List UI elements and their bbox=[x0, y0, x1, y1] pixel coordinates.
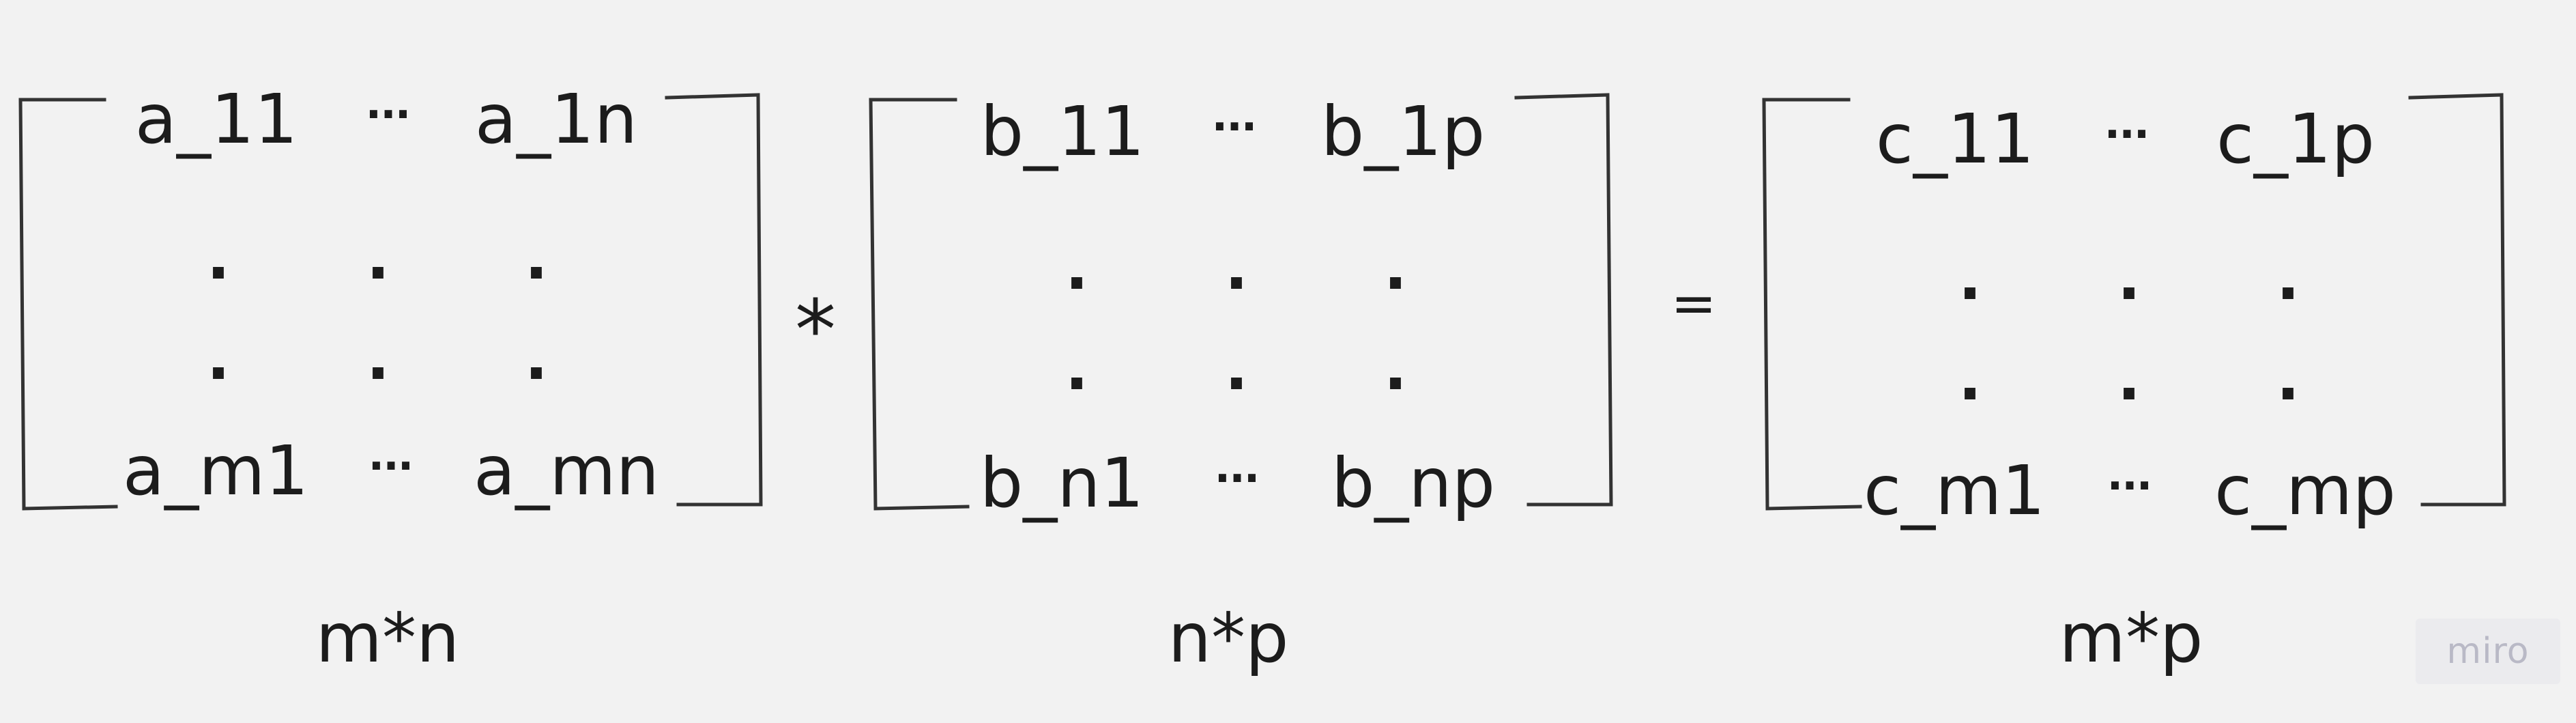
matrix-c-vertical-dot: . bbox=[2276, 242, 2300, 314]
matrix-c-vertical-dot: . bbox=[1958, 343, 1982, 414]
matrix-a-vertical-dot: . bbox=[524, 322, 549, 394]
matrix-a-vertical-dot: . bbox=[366, 322, 390, 394]
matrix-c-vertical-dot: . bbox=[1958, 242, 1982, 314]
matrix-a-vertical-dot: . bbox=[206, 222, 231, 294]
multiply-operator: * bbox=[795, 283, 836, 378]
matrix-b-entry-bnp: b_np bbox=[1331, 443, 1496, 523]
matrix-b-vertical-dot: . bbox=[1065, 332, 1089, 404]
matrix-a-vertical-dot: . bbox=[206, 322, 231, 394]
matrix-b-right-bracket bbox=[1514, 93, 1613, 507]
matrix-b-left-bracket bbox=[869, 98, 970, 511]
matrix-a-bottom-ellipsis: ··· bbox=[368, 441, 414, 491]
matrix-a-top-ellipsis: ··· bbox=[365, 89, 411, 139]
matrix-a-entry-a1n: a_1n bbox=[474, 79, 638, 159]
matrix-c-bottom-ellipsis: ··· bbox=[2107, 461, 2153, 511]
matrix-b-vertical-dot: . bbox=[1383, 332, 1408, 404]
matrix-c-right-bracket bbox=[2408, 93, 2506, 507]
matrix-b-entry-bn1: b_n1 bbox=[979, 443, 1144, 523]
matrix-c-entry-c11: c_11 bbox=[1875, 99, 2035, 179]
matrix-a-right-bracket bbox=[665, 93, 763, 507]
matrix-c-entry-cmp: c_mp bbox=[2214, 451, 2396, 530]
miro-watermark-badge: miro bbox=[2416, 619, 2560, 684]
matrix-c-entry-cm1: c_m1 bbox=[1863, 451, 2046, 530]
matrix-b-vertical-dot: . bbox=[1065, 232, 1089, 304]
matrix-c-entry-c1p: c_1p bbox=[2216, 99, 2375, 179]
matrix-c-vertical-dot: . bbox=[2276, 343, 2300, 414]
equals-operator: = bbox=[1670, 272, 1717, 335]
matrix-a-entry-am1: a_m1 bbox=[122, 431, 309, 511]
matrix-c-vertical-dot: . bbox=[2117, 343, 2141, 414]
matrix-a-dimension-label: m*n bbox=[315, 598, 460, 678]
matrix-b-bottom-ellipsis: ··· bbox=[1214, 453, 1260, 503]
matrix-c-dimension-label: m*p bbox=[2059, 598, 2203, 678]
matrix-a-vertical-dot: . bbox=[524, 222, 549, 294]
matrix-b-vertical-dot: . bbox=[1224, 232, 1249, 304]
matrix-b-vertical-dot: . bbox=[1383, 232, 1408, 304]
matrix-b-dimension-label: n*p bbox=[1168, 598, 1289, 678]
matrix-c-left-bracket bbox=[1762, 98, 1862, 511]
matrix-c-vertical-dot: . bbox=[2117, 242, 2141, 314]
matrix-b-vertical-dot: . bbox=[1224, 332, 1249, 404]
matrix-b-entry-b11: b_11 bbox=[980, 91, 1145, 171]
matrix-c-top-ellipsis: ··· bbox=[2104, 109, 2150, 159]
matrix-a-vertical-dot: . bbox=[366, 222, 390, 294]
miro-watermark-text: miro bbox=[2446, 631, 2530, 672]
matrix-a-entry-amn: a_mn bbox=[473, 431, 660, 511]
matrix-b-top-ellipsis: ··· bbox=[1211, 102, 1258, 152]
matrix-a-left-bracket bbox=[18, 98, 118, 511]
matrix-a-entry-a11: a_11 bbox=[134, 79, 298, 159]
matrix-b-entry-b1p: b_1p bbox=[1320, 91, 1486, 171]
